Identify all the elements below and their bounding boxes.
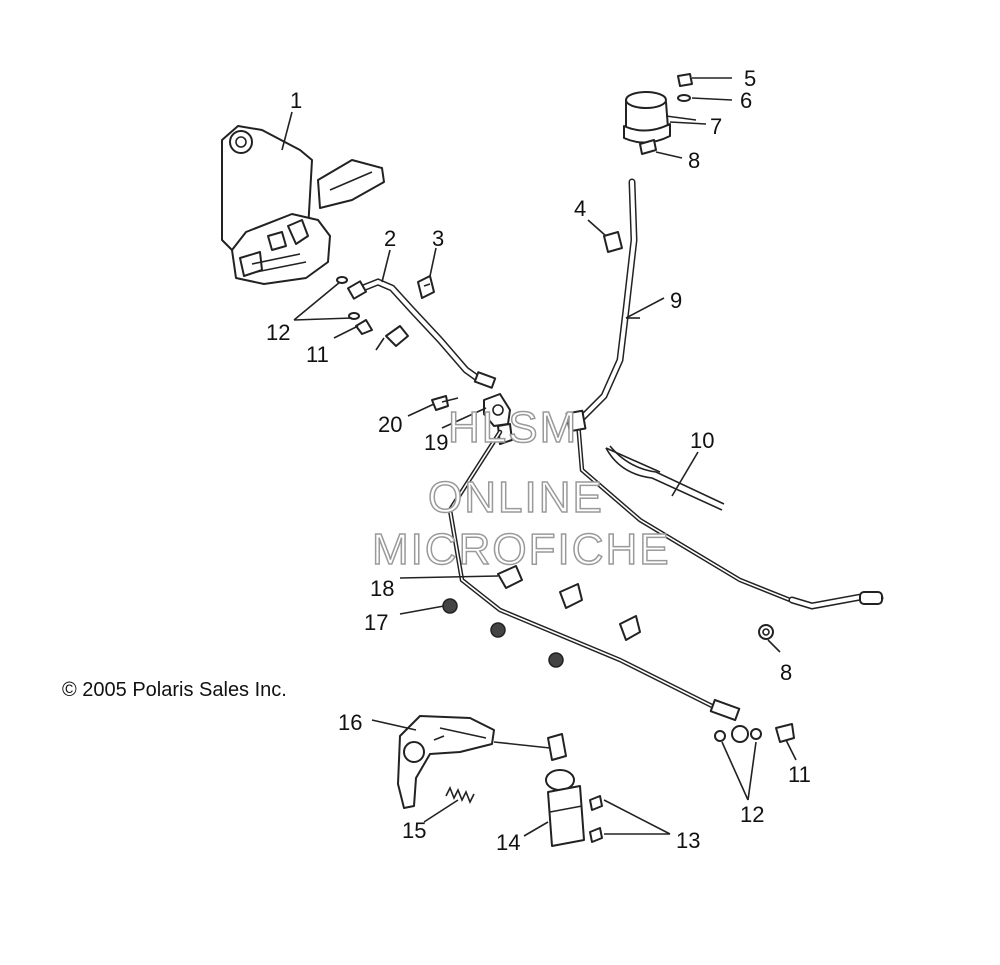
part-20-bolt (431, 395, 459, 411)
callout-label: 3 (432, 226, 445, 251)
part-15-spring (445, 786, 475, 804)
part-10-strap (605, 445, 725, 511)
callout-label: 13 (676, 828, 701, 853)
watermark-line-1: HLSM (447, 403, 579, 452)
copyright-notice: © 2005 Polaris Sales Inc. (62, 679, 287, 701)
part-brake-lines (447, 409, 884, 722)
callout-label: 2 (384, 226, 397, 251)
leader-lines (281, 77, 797, 837)
part-19-junction (483, 393, 513, 445)
callout-label: 19 (424, 430, 449, 455)
part-4-grommet (603, 231, 623, 253)
callout-label: 11 (788, 762, 811, 787)
callout-label: 12 (266, 320, 291, 345)
callout-label: 16 (338, 710, 363, 735)
callout-label: 10 (690, 428, 715, 453)
callout-label: 20 (378, 412, 403, 437)
callout-label: 6 (740, 88, 753, 113)
callout-label: 7 (710, 114, 723, 139)
callout-label: 14 (496, 830, 521, 855)
callout-label: 5 (744, 66, 757, 91)
part-13-bolts (589, 795, 603, 843)
part-upper-washers (336, 276, 409, 351)
part-18-clips (497, 565, 641, 641)
watermark-line-3: MICROFICHE (371, 525, 671, 574)
callout-label: 4 (574, 196, 587, 221)
part-16-pedal (397, 715, 495, 809)
part-3-fitting (417, 275, 435, 299)
callout-label: 1 (290, 88, 303, 113)
part-lower-banjo (714, 723, 795, 743)
callout-label: 9 (670, 288, 683, 313)
callout-label: 15 (402, 818, 427, 843)
part-upper-hose (346, 278, 497, 389)
callout-label: 11 (306, 342, 329, 367)
watermark-line-2: ONLINE (427, 473, 604, 522)
callout-label: 8 (780, 660, 793, 685)
part-17-nuts (442, 598, 564, 668)
part-8-clamp (758, 624, 774, 640)
callout-label: 18 (370, 576, 395, 601)
callout-label: 12 (740, 802, 765, 827)
part-9-hose (576, 178, 640, 424)
part-caliper-bracket (221, 125, 385, 285)
part-reservoir (623, 73, 697, 155)
callout-label: 17 (364, 610, 389, 635)
callout-label: 8 (688, 148, 701, 173)
part-14-master-cylinder (493, 733, 585, 847)
